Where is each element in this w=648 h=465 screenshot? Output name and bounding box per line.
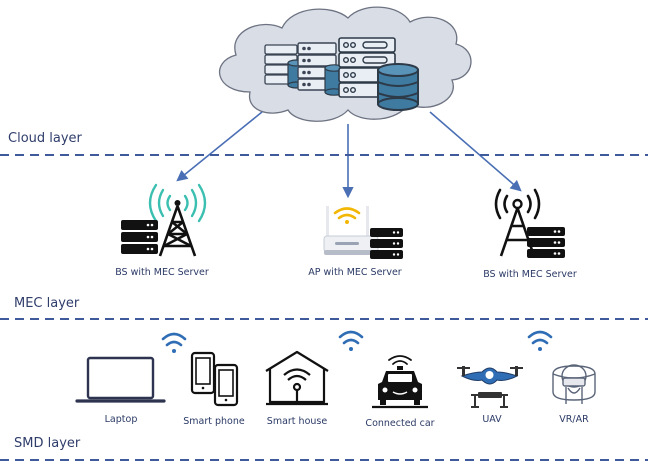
database-icon (377, 63, 419, 111)
wifi-icon (527, 330, 553, 351)
wifi-icon (161, 332, 187, 353)
wifi-icon (338, 330, 364, 351)
smartphone-icon (190, 351, 239, 407)
device-label-connected-car: Connected car (365, 418, 435, 429)
mec-node-label: BS with MEC Server (483, 269, 577, 280)
drone-icon (457, 366, 523, 408)
mec-server-icon (527, 227, 565, 258)
edge-cloud-to-bs-left (176, 111, 263, 182)
device-label-vr-ar: VR/AR (559, 414, 589, 425)
layer-label-smd: SMD layer (14, 436, 81, 451)
mec-node-label: BS with MEC Server (115, 267, 209, 278)
mec-server-icon (370, 228, 403, 259)
mec-node-label: AP with MEC Server (308, 267, 402, 278)
base-station-tower-icon (494, 188, 541, 257)
layer-label-cloud: Cloud layer (8, 131, 82, 146)
layer-label-mec: MEC layer (14, 296, 80, 311)
laptop-icon (75, 356, 166, 403)
wifi-router-icon (323, 206, 379, 255)
device-label-laptop: Laptop (104, 414, 138, 425)
device-label-uav: UAV (482, 414, 502, 425)
edge-cloud-to-bs-right (429, 111, 522, 192)
cloud-servers-icon (264, 37, 396, 98)
vr-headset-icon (552, 364, 596, 404)
smart-house-icon (265, 350, 329, 406)
mec-server-icon (121, 220, 158, 254)
device-label-smartphone: Smart phone (183, 416, 245, 427)
base-station-tower-icon (148, 183, 207, 257)
connected-car-icon (372, 355, 428, 409)
device-label-smart-house: Smart house (266, 416, 328, 427)
